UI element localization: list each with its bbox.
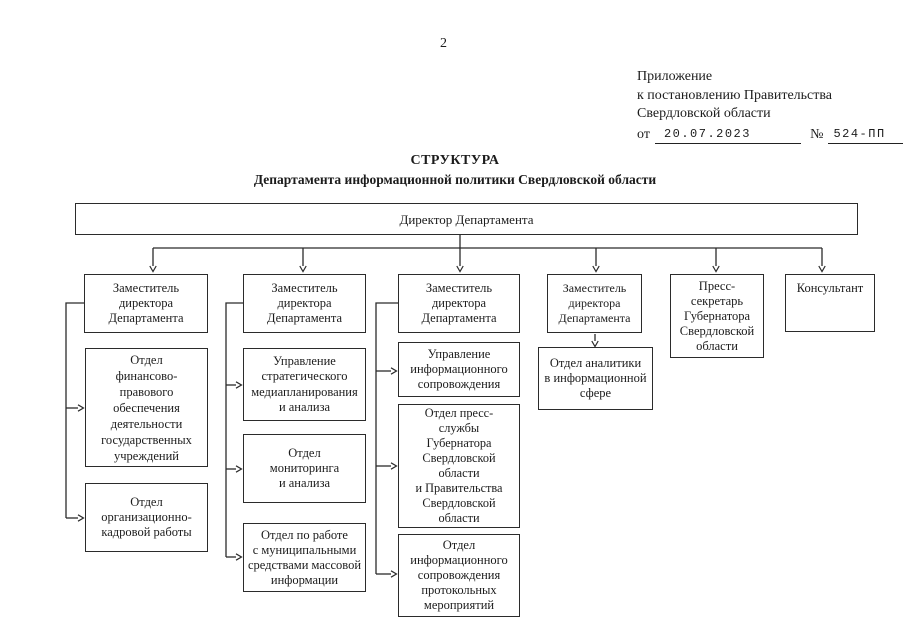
page-number: 2: [440, 36, 447, 51]
doc-number-field: 524-ПП: [828, 125, 903, 144]
box-deputy-1: Заместитель директора Департамента: [84, 274, 208, 333]
box-info-support-dept: Управление информационного сопровождения: [398, 342, 520, 397]
box-protocol-events-dept: Отдел информационного сопровождения прот…: [398, 534, 520, 617]
date-value: 20.07.2023: [663, 126, 751, 141]
box-org-hr-dept: Отдел организационно- кадровой работы: [85, 483, 208, 552]
box-consultant: Консультант: [785, 274, 875, 332]
document-title-block: СТРУКТУРА Департамента информационной по…: [55, 153, 855, 188]
box-deputy-4: Заместитель директора Департамента: [547, 274, 642, 333]
connector-rail-col2: [225, 302, 243, 557]
date-field: 20.07.2023: [654, 125, 802, 144]
document-subtitle: Департамента информационной политики Све…: [253, 172, 657, 187]
box-deputy-2: Заместитель директора Департамента: [243, 274, 366, 333]
box-municipal-media-dept: Отдел по работе с муниципальными средств…: [243, 523, 366, 592]
appendix-form-line: от 20.07.2023 № 524-ПП: [637, 125, 903, 144]
appendix-line-2: к постановлению Правительства: [637, 87, 833, 103]
appendix-block: Приложение к постановлению Правительства…: [637, 68, 903, 144]
appendix-line-3: Свердловской области: [637, 106, 771, 121]
box-press-secretary: Пресс- секретарь Губернатора Свердловско…: [670, 274, 764, 358]
box-finance-legal-dept: Отдел финансово- правового обеспечения д…: [85, 348, 208, 467]
box-deputy-3: Заместитель директора Департамента: [398, 274, 520, 333]
box-analytics-dept: Отдел аналитики в информационной сфере: [538, 347, 653, 410]
connector-rail-col3: [375, 302, 398, 574]
box-monitoring-dept: Отдел мониторинга и анализа: [243, 434, 366, 503]
box-strategic-media-dept: Управление стратегического медиапланиров…: [243, 348, 366, 421]
doc-number-value: 524-ПП: [833, 126, 886, 141]
box-director: Директор Департамента: [75, 203, 858, 235]
connector-rail-col1: [65, 302, 84, 518]
document-title: СТРУКТУРА: [410, 153, 500, 168]
box-press-service-dept: Отдел пресс- службы Губернатора Свердлов…: [398, 404, 520, 528]
appendix-line-1: Приложение: [637, 69, 713, 84]
from-label: от: [637, 126, 650, 142]
number-sign: №: [810, 126, 824, 142]
